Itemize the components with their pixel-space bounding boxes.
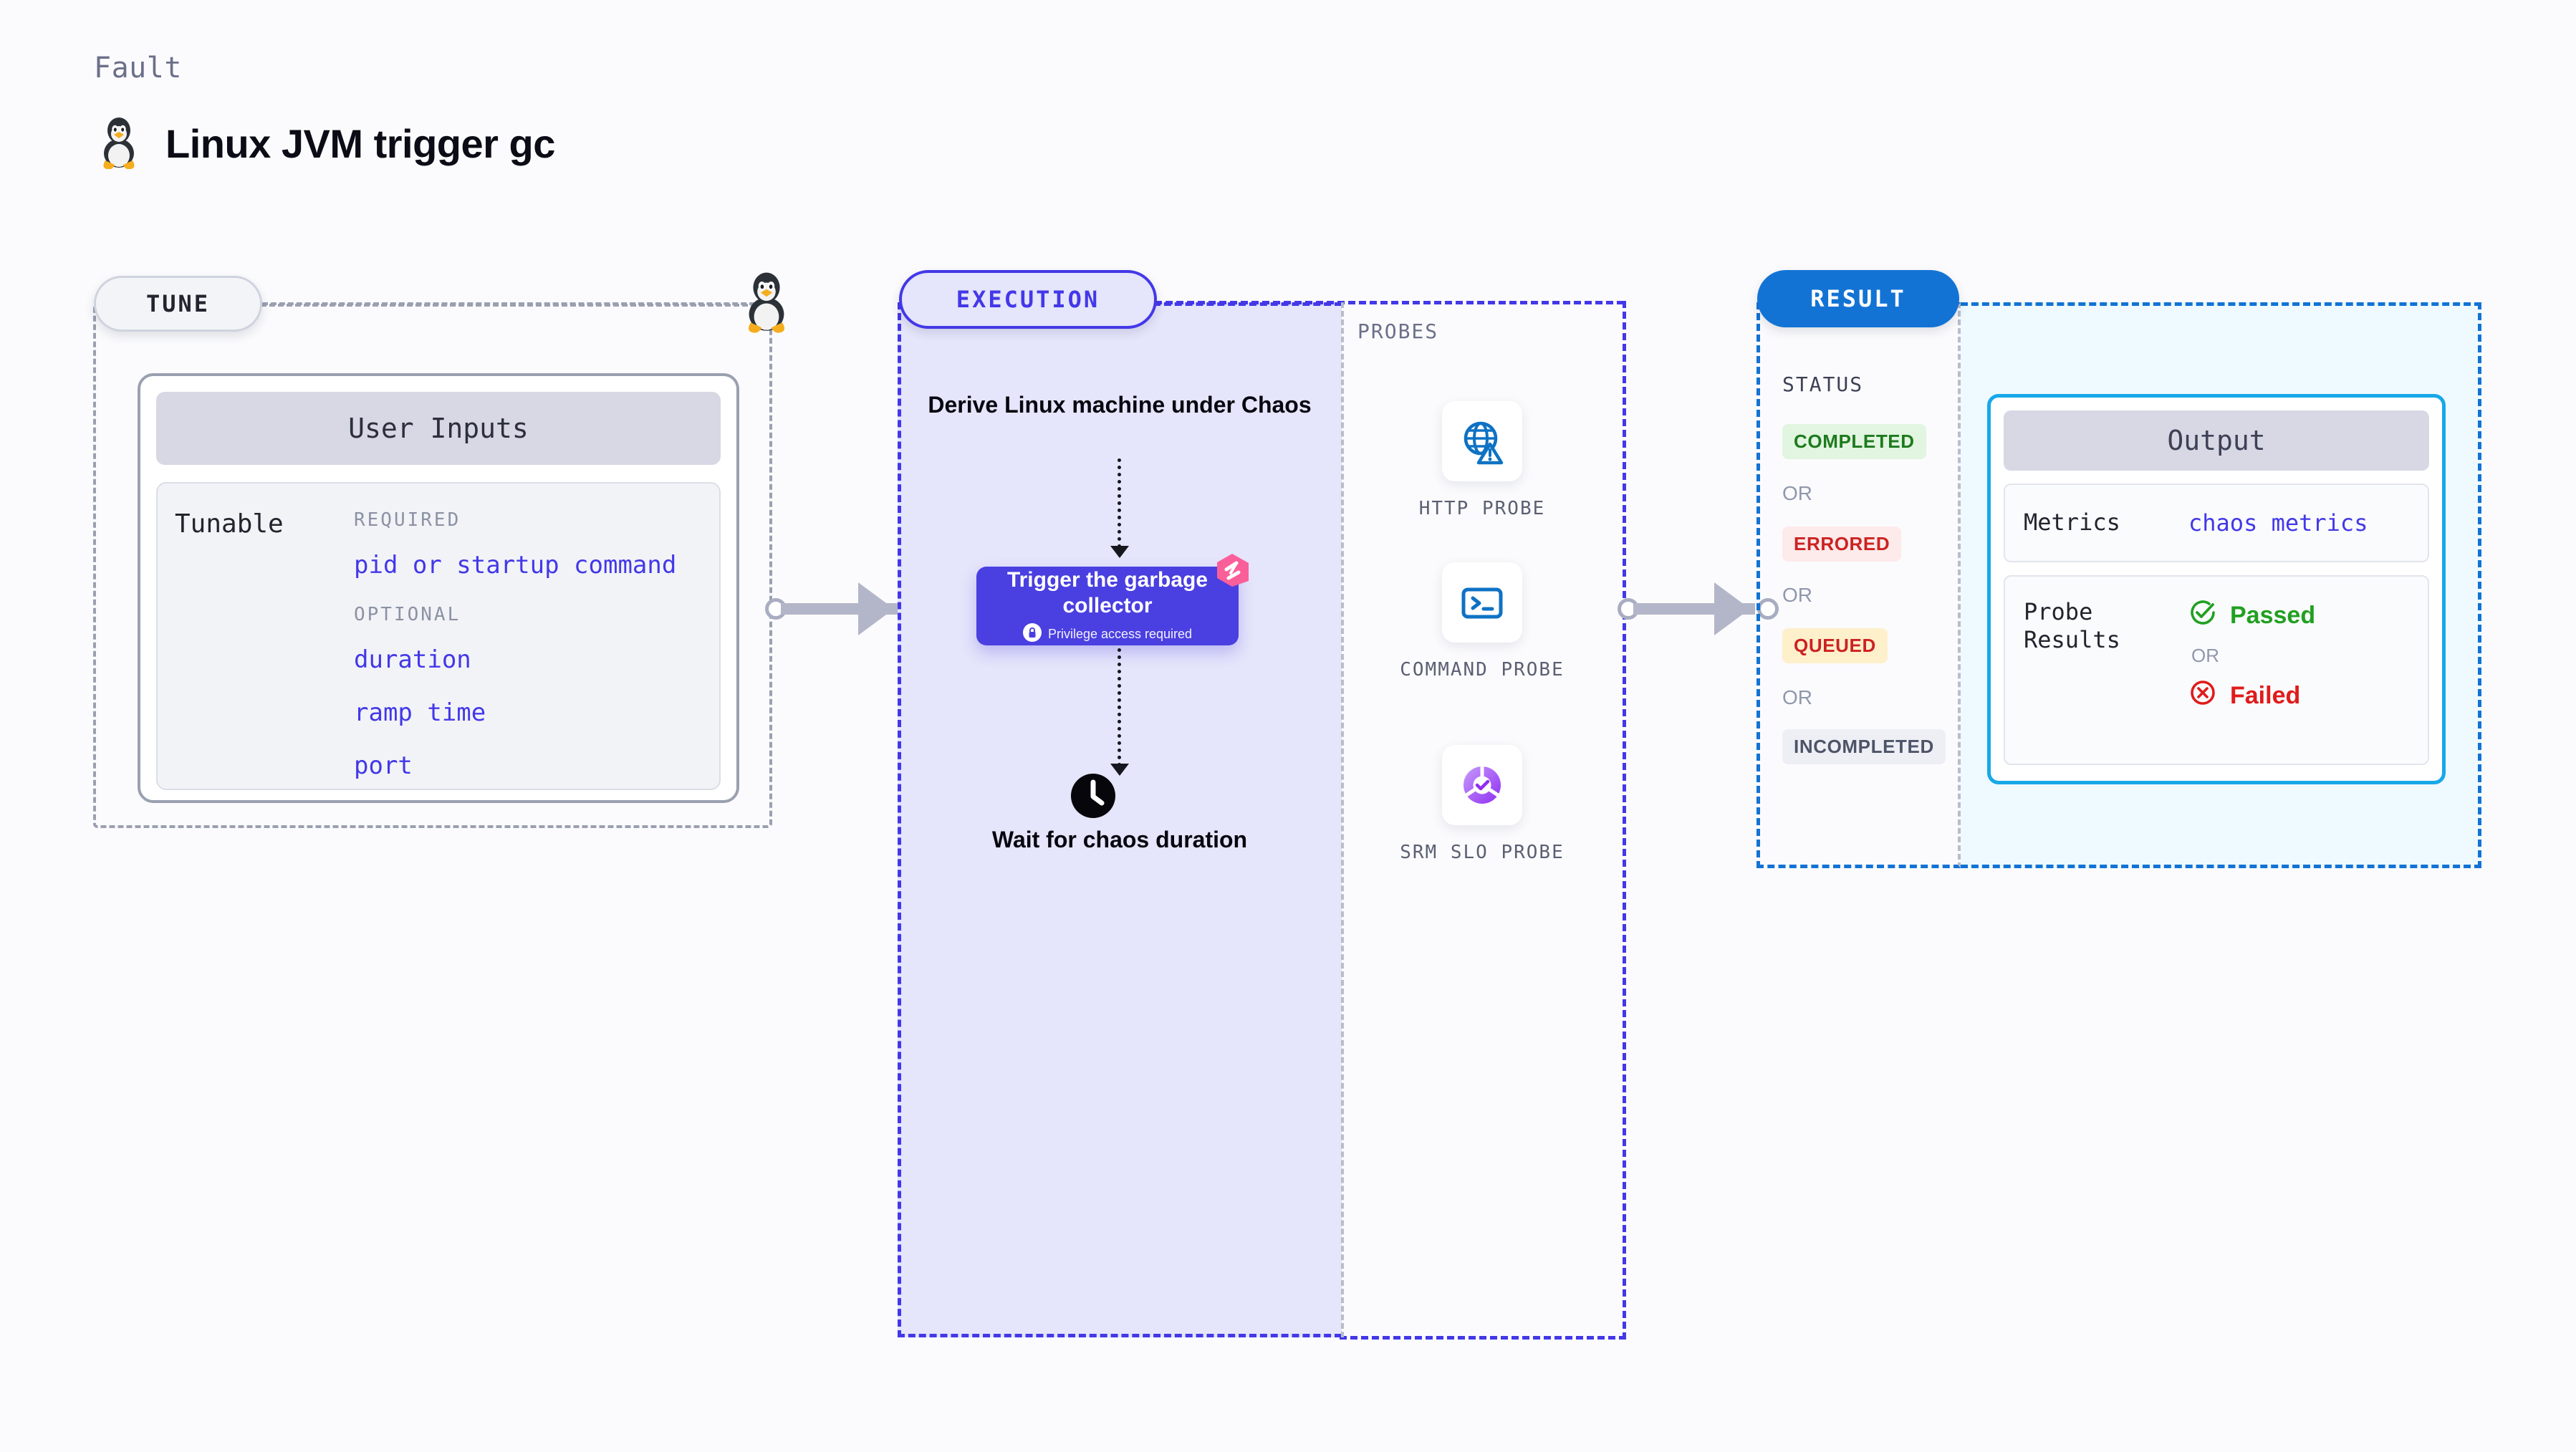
probe-results-values: Passed OR Failed (2188, 598, 2315, 764)
probe-result-failed-label: Failed (2230, 682, 2301, 709)
privilege-note-row: Privilege access required (1022, 622, 1193, 645)
tunable-input-port[interactable]: port (354, 751, 413, 780)
page-kicker: Fault (94, 52, 182, 85)
optional-tag: OPTIONAL (354, 604, 461, 625)
terminal-icon (1442, 562, 1522, 643)
status-badge-errored: ERRORED (1782, 527, 1902, 562)
output-probe-results-key: Probe Results (2024, 598, 2120, 654)
connector-dot-right (1757, 598, 1779, 620)
output-metrics-row: Metrics chaos metrics (2004, 484, 2429, 562)
tunable-input-duration[interactable]: duration (354, 645, 471, 674)
status-badge-completed: COMPLETED (1782, 424, 1926, 459)
tux-penguin-icon (741, 266, 792, 335)
flow-line-2 (1118, 648, 1121, 766)
flow-arrow-1 (1110, 546, 1129, 558)
required-tag: REQUIRED (354, 509, 461, 531)
flow-arrow-2 (1110, 764, 1129, 776)
probe-item-command[interactable]: COMMAND PROBE (1375, 562, 1590, 683)
x-circle-icon (2188, 678, 2217, 713)
probe-result-failed: Failed (2188, 678, 2315, 713)
output-card-header: Output (2004, 410, 2429, 471)
output-card: Output Metrics chaos metrics Probe Resul… (1987, 394, 2446, 784)
execution-step-wait: Wait for chaos duration (991, 827, 1248, 852)
slo-donut-check-icon (1442, 745, 1522, 825)
execution-step-derive: Derive Linux machine under Chaos (928, 392, 1312, 418)
page-title: Linux JVM trigger gc (165, 121, 555, 166)
clock-icon (1070, 772, 1117, 823)
tune-pill-label[interactable]: TUNE (94, 276, 262, 332)
privilege-note-text: Privilege access required (1047, 626, 1193, 641)
flow-line-1 (1118, 458, 1121, 548)
probe-label-command: COMMAND PROBE (1400, 659, 1565, 681)
probes-right-border (1623, 301, 1626, 1340)
tune-connector-line (262, 302, 764, 305)
user-inputs-header: User Inputs (156, 392, 721, 465)
result-pill-label[interactable]: RESULT (1757, 270, 1959, 327)
status-or-3: OR (1782, 686, 1812, 708)
execution-pill-label[interactable]: EXECUTION (899, 270, 1157, 329)
probes-divider (1341, 302, 1344, 1337)
status-or-2: OR (1782, 584, 1812, 606)
check-circle-icon (2188, 598, 2217, 633)
tunable-label: Tunable (175, 509, 284, 539)
lock-icon (1022, 622, 1042, 645)
execution-action-card[interactable]: Trigger the garbage collector Privilege … (976, 554, 1249, 645)
tunable-inputs-column: REQUIRED pid or startup command OPTIONAL… (354, 509, 702, 789)
user-inputs-card: User Inputs Tunable REQUIRED pid or star… (138, 373, 739, 803)
probe-label-http: HTTP PROBE (1418, 498, 1546, 519)
output-metrics-key: Metrics (2024, 509, 2120, 537)
probes-section-label: PROBES (1357, 319, 1439, 343)
probe-label-srm-slo: SRM SLO PROBE (1400, 842, 1565, 863)
connector-arrowhead (1714, 582, 1750, 635)
probes-bottom-border (1340, 1336, 1626, 1340)
tune-panel (93, 304, 772, 828)
tux-penguin-icon (97, 115, 141, 173)
tunable-input-pid[interactable]: pid or startup command (354, 551, 677, 580)
status-badge-incompleted: INCOMPLETED (1782, 729, 1946, 764)
output-probe-results-row: Probe Results Passed OR (2004, 575, 2429, 765)
probe-item-http[interactable]: HTTP PROBE (1375, 401, 1590, 521)
execution-action-title: Trigger the garbage collector (1006, 567, 1208, 617)
chaos-badge-icon (1213, 551, 1251, 590)
status-or-1: OR (1782, 482, 1812, 504)
tunable-input-ramp-time[interactable]: ramp time (354, 698, 486, 727)
probe-result-passed: Passed (2188, 598, 2315, 633)
execution-panel (898, 302, 1342, 1337)
connector-execution-to-result (1618, 582, 1779, 635)
globe-warning-icon (1442, 401, 1522, 481)
tunable-section: Tunable REQUIRED pid or startup command … (156, 482, 721, 790)
output-metrics-value[interactable]: chaos metrics (2188, 509, 2368, 537)
page-title-row: Linux JVM trigger gc (97, 115, 555, 173)
probe-result-passed-label: Passed (2230, 602, 2316, 629)
status-badge-queued: QUEUED (1782, 628, 1888, 663)
probe-result-or: OR (2191, 645, 2219, 666)
connector-arrowhead (858, 582, 894, 635)
status-section-label: STATUS (1782, 372, 1864, 396)
probes-top-border (1155, 301, 1624, 304)
probe-item-srm-slo[interactable]: SRM SLO PROBE (1375, 745, 1590, 865)
